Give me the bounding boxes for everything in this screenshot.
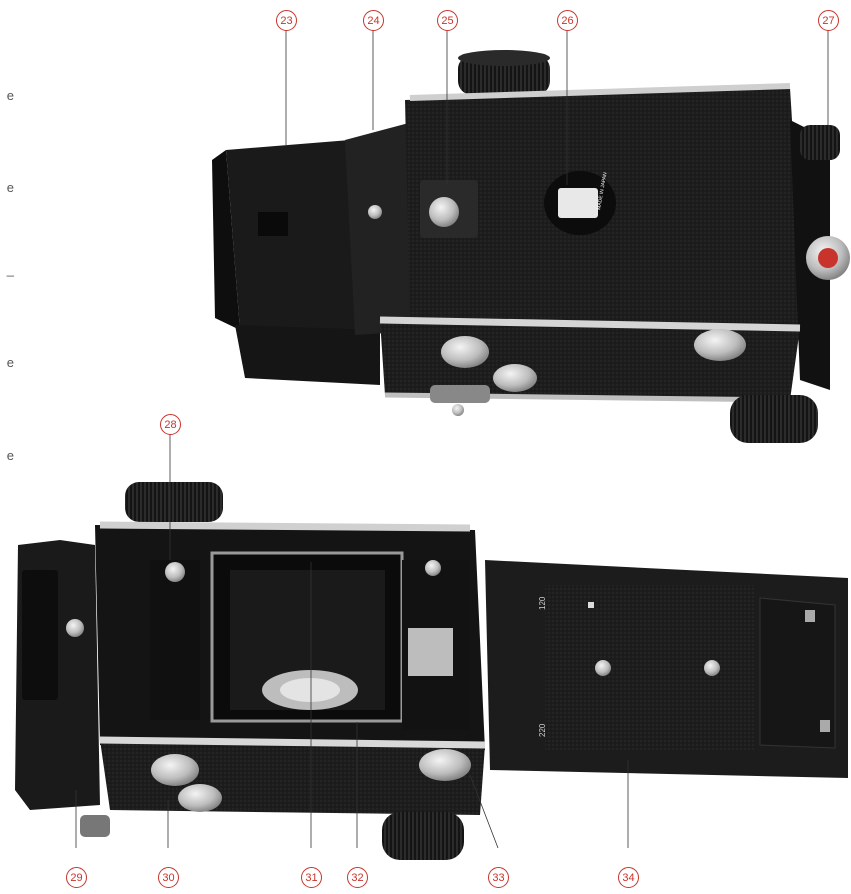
callout-32: 32 — [347, 867, 368, 888]
callout-27: 27 — [818, 10, 839, 31]
callout-23: 23 — [276, 10, 297, 31]
callout-33: 33 — [488, 867, 509, 888]
margin-text-3: _ — [6, 262, 14, 277]
camera-open-back-view: 120 220 — [15, 482, 848, 860]
callout-25: 25 — [437, 10, 458, 31]
callout-29: 29 — [66, 867, 87, 888]
callout-31: 31 — [301, 867, 322, 888]
film-mark-220: 220 — [538, 723, 547, 737]
margin-text-1: e — [6, 88, 14, 103]
callout-28: 28 — [160, 414, 181, 435]
film-mark-120: 120 — [538, 596, 547, 610]
callout-leaders — [75, 30, 829, 849]
callout-24: 24 — [363, 10, 384, 31]
margin-text-5: e — [6, 448, 14, 463]
callout-30: 30 — [158, 867, 179, 888]
margin-text-2: e — [6, 180, 14, 195]
camera-back-view: MADE IN JAPAN — [212, 50, 850, 443]
callout-26: 26 — [557, 10, 578, 31]
callout-34: 34 — [618, 867, 639, 888]
margin-text-4: e — [6, 355, 14, 370]
